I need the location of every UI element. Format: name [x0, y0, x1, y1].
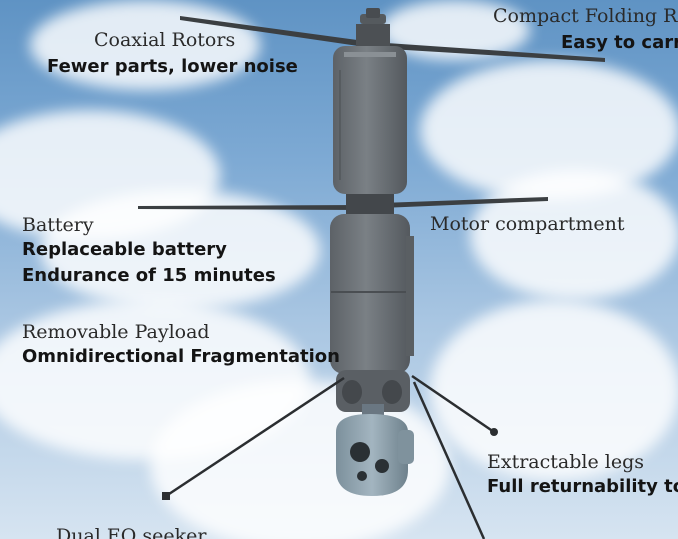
callout-removable-payload: Removable Payload Omnidirectional Fragme… — [22, 320, 340, 370]
top-rotor — [180, 8, 605, 62]
callout-coaxial-rotors-detail: Fewer parts, lower noise — [47, 54, 298, 80]
callout-title: Motor compartment — [430, 213, 625, 235]
callout-title: Dual EO seeker — [56, 525, 207, 539]
payload-section — [336, 370, 410, 412]
cloud — [40, 190, 320, 310]
callout-dual-eo-seeker: Dual EO seeker — [56, 524, 206, 539]
callout-title: Removable Payload — [22, 321, 210, 343]
callout-detail: Fewer parts, lower noise — [47, 56, 298, 77]
cloud — [470, 170, 678, 300]
callout-extractable-legs: Extractable legs Full returnability to c — [487, 450, 678, 500]
cloud — [30, 0, 260, 90]
callout-compact-folding-detail: Easy to carry — [561, 30, 678, 56]
upper-body — [333, 46, 407, 194]
callout-coaxial-rotors: Coaxial Rotors — [94, 28, 235, 52]
callout-title: Battery — [22, 214, 94, 236]
eo-seeker — [336, 404, 414, 496]
callout-detail: Replaceable battery — [22, 239, 227, 260]
callout-title: Compact Folding Ro — [493, 5, 678, 27]
callout-detail: Easy to carry — [561, 32, 678, 53]
callout-detail: Omnidirectional Fragmentation — [22, 346, 340, 367]
extractable-legs — [162, 374, 498, 539]
middle-rotor — [138, 194, 548, 214]
callout-title: Extractable legs — [487, 451, 644, 473]
callout-battery: Battery Replaceable battery Endurance of… — [22, 213, 276, 289]
callout-compact-folding: Compact Folding Ro — [493, 4, 678, 28]
callout-title: Coaxial Rotors — [94, 29, 236, 51]
callout-detail: Full returnability to c — [487, 476, 678, 497]
cloud — [430, 300, 678, 480]
callout-motor-compartment: Motor compartment — [430, 212, 625, 236]
lower-body — [330, 214, 414, 374]
callout-detail: Endurance of 15 minutes — [22, 265, 276, 286]
